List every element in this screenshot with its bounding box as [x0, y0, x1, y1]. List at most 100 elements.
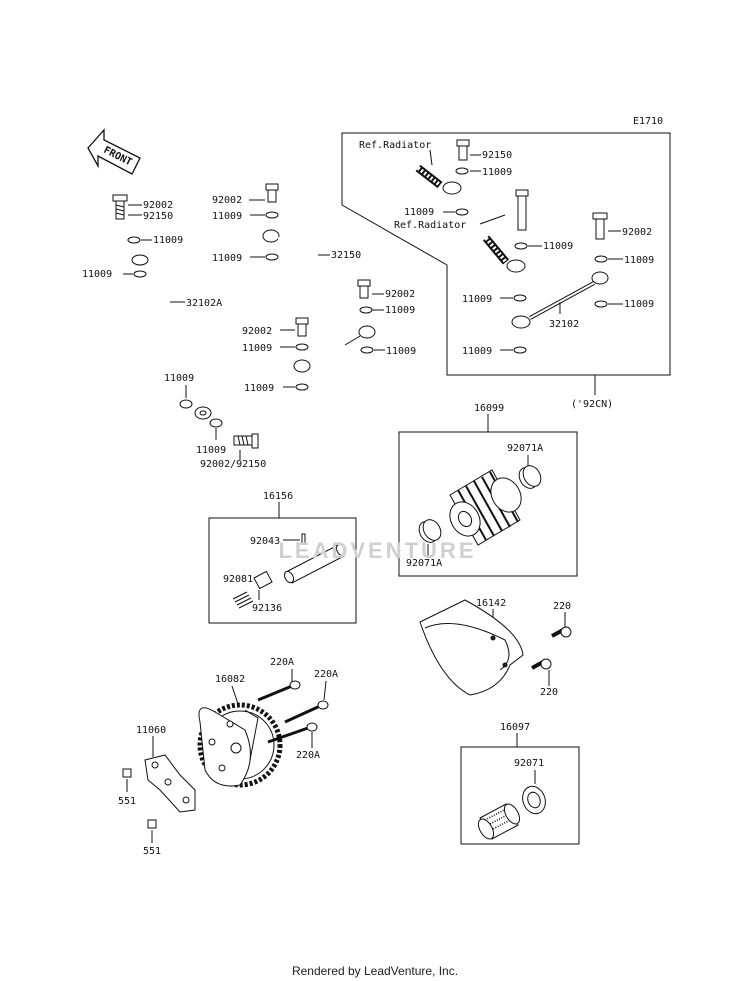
label-16156: 16156	[263, 491, 293, 502]
dowel-pin-551-upper	[122, 768, 132, 778]
footer-credit: Rendered by LeadVenture, Inc.	[291, 964, 459, 978]
o-ring-92071	[522, 785, 546, 815]
washer-11009	[513, 294, 527, 302]
label-92002: 92002	[212, 195, 242, 206]
label-92071: 92071	[514, 758, 544, 769]
label-11009: 11009	[212, 211, 242, 222]
label-92002: 92002	[385, 289, 415, 300]
bolt-220-upper	[551, 626, 572, 638]
washer-11009	[594, 300, 608, 308]
bolt-220a-middle	[284, 700, 329, 724]
label-32102: 32102	[549, 319, 579, 330]
o-ring-92071a-lower	[418, 519, 442, 543]
oil-filter-element	[449, 469, 522, 546]
washer-11009	[133, 270, 147, 278]
relief-valve-box	[208, 517, 357, 624]
label-92150: 92150	[143, 211, 173, 222]
pin-92043	[301, 533, 306, 545]
label-11009: 11009	[153, 235, 183, 246]
label-11009: 11009	[82, 269, 112, 280]
label-11009: 11009	[196, 445, 226, 456]
label-11009: 11009	[164, 373, 194, 384]
label-92002-92150: 92002/92150	[200, 459, 266, 470]
gasket-11060	[144, 754, 196, 813]
bolt-92002-92150	[233, 433, 259, 449]
valve-shaft	[283, 543, 347, 584]
label-92043: 92043	[250, 536, 280, 547]
washer-11009	[209, 418, 223, 428]
bolt-220a-top	[257, 680, 301, 702]
label-220: 220	[553, 601, 571, 612]
bolt-92002-box	[592, 212, 608, 240]
washer-11009	[127, 236, 141, 244]
label-11009: 11009	[244, 383, 274, 394]
label-92081: 92081	[223, 574, 253, 585]
label-92071a: 92071A	[406, 558, 442, 569]
washer-11009	[295, 343, 309, 351]
bolt-92002-center-top	[265, 183, 279, 203]
label-11009: 11009	[404, 207, 434, 218]
washer-11009	[360, 346, 374, 354]
label-11009: 11009	[482, 167, 512, 178]
label-92136: 92136	[252, 603, 282, 614]
label-11009: 11009	[385, 305, 415, 316]
washer-11009	[359, 306, 373, 314]
oil-strainer	[477, 803, 521, 840]
label-16082: 16082	[215, 674, 245, 685]
washer-11009	[455, 167, 469, 175]
oil-screen-cover-16142	[419, 599, 524, 696]
label-11009: 11009	[624, 255, 654, 266]
label-220a: 220A	[270, 657, 294, 668]
washer-11009	[179, 399, 193, 409]
label-32150: 32150	[331, 250, 361, 261]
ref-radiator-label: Ref.Radiator	[359, 140, 431, 151]
diagram-code: E1710	[633, 116, 663, 127]
label-11009: 11009	[242, 343, 272, 354]
label-551: 551	[118, 796, 136, 807]
bolt-220-lower	[531, 658, 552, 670]
label-551: 551	[143, 846, 161, 857]
washer-11009	[594, 255, 608, 263]
washer-11009	[514, 242, 528, 250]
label-11009: 11009	[462, 294, 492, 305]
label-11009: 11009	[212, 253, 242, 264]
oil-pump-16082	[197, 702, 283, 788]
bolt-92002-center-left	[295, 317, 309, 337]
label-16099: 16099	[474, 403, 504, 414]
spring-92081	[232, 591, 254, 609]
hose-fitting-lower	[482, 235, 526, 273]
oil-pipe-32102a	[131, 254, 217, 420]
bolt-box-center	[515, 189, 529, 231]
oil-pipe-32102	[511, 271, 609, 329]
label-11060: 11060	[136, 725, 166, 736]
collar-92136	[253, 570, 273, 590]
label-11009: 11009	[462, 346, 492, 357]
front-arrow-icon: FRONT	[87, 128, 141, 175]
ref-radiator-label: Ref.Radiator	[394, 220, 466, 231]
label-92002: 92002	[242, 326, 272, 337]
bolt-92150-box	[456, 139, 470, 161]
oil-pipe-32150	[262, 229, 376, 373]
strainer-box	[460, 746, 580, 845]
washer-11009	[455, 208, 469, 216]
label-11009: 11009	[386, 346, 416, 357]
watermark: LEADVENTURE	[278, 538, 477, 563]
label-220a: 220A	[314, 669, 338, 680]
label-11009: 11009	[624, 299, 654, 310]
label-92150: 92150	[482, 150, 512, 161]
washer-11009	[265, 211, 279, 219]
bolt-92002-left	[112, 194, 128, 220]
label-92071a: 92071A	[507, 443, 543, 454]
oil-filter-box	[398, 431, 578, 577]
bolt-92002-center-right	[357, 279, 371, 299]
label-32102a: 32102A	[186, 298, 222, 309]
o-ring-92071a-upper	[518, 465, 542, 489]
hose-fitting-upper	[415, 164, 462, 195]
washer-11009	[265, 253, 279, 261]
dowel-pin-551-lower	[147, 819, 157, 829]
label-220: 220	[540, 687, 558, 698]
bolt-220a-bottom	[267, 722, 318, 744]
washer-11009	[513, 346, 527, 354]
label-92002: 92002	[143, 200, 173, 211]
